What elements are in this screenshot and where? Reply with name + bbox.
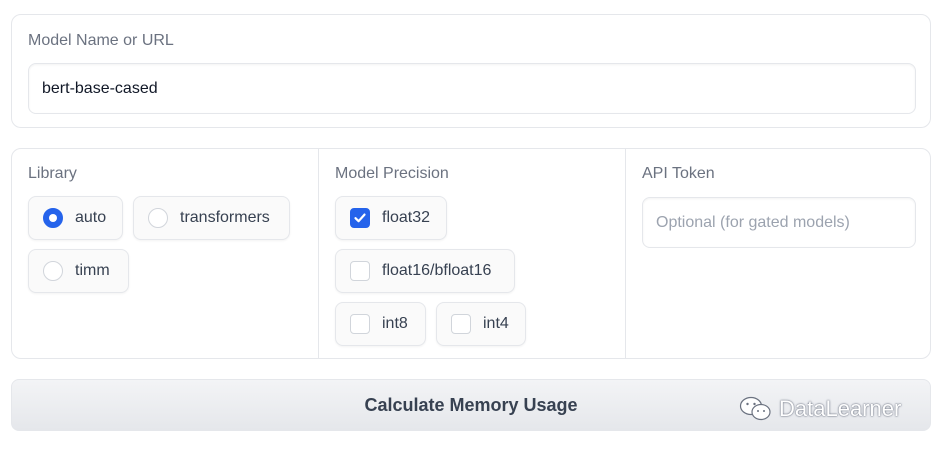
api-token-group: API Token Optional (for gated models) <box>625 149 930 358</box>
checkbox-unchecked-icon[interactable] <box>451 314 471 334</box>
radio-unselected-icon[interactable] <box>148 208 168 228</box>
library-option-label: auto <box>75 209 107 226</box>
precision-option-int4[interactable]: int4 <box>436 302 526 346</box>
library-label: Library <box>28 165 77 182</box>
precision-label: Model Precision <box>335 165 449 182</box>
library-option-timm[interactable]: timm <box>28 249 129 293</box>
precision-option-label: float16/bfloat16 <box>382 262 492 279</box>
model-name-panel: Model Name or URL bert-base-cased <box>11 14 931 128</box>
precision-option-label: int8 <box>382 315 408 332</box>
precision-option-float32[interactable]: float32 <box>335 196 447 240</box>
precision-option-int8[interactable]: int8 <box>335 302 426 346</box>
options-panel: Library auto transformers timm Model Pre… <box>11 148 931 359</box>
library-option-transformers[interactable]: transformers <box>133 196 290 240</box>
library-option-label: transformers <box>180 209 270 226</box>
watermark-text: DataLearner <box>779 396 902 421</box>
library-option-label: timm <box>75 262 110 279</box>
wechat-icon <box>739 396 771 421</box>
precision-option-float16-bfloat16[interactable]: float16/bfloat16 <box>335 249 515 293</box>
library-group: Library auto transformers timm <box>12 149 318 358</box>
precision-option-label: float32 <box>382 209 431 226</box>
library-option-auto[interactable]: auto <box>28 196 123 240</box>
precision-group: Model Precision float32 float16/bfloat16… <box>318 149 625 358</box>
checkbox-unchecked-icon[interactable] <box>350 314 370 334</box>
watermark: DataLearner <box>739 395 901 423</box>
radio-unselected-icon[interactable] <box>43 261 63 281</box>
radio-selected-icon[interactable] <box>43 208 63 228</box>
checkbox-checked-icon[interactable] <box>350 208 370 228</box>
precision-option-label: int4 <box>483 315 509 332</box>
calculate-memory-button[interactable]: Calculate Memory Usage <box>11 379 931 431</box>
checkbox-unchecked-icon[interactable] <box>350 261 370 281</box>
api-token-input[interactable]: Optional (for gated models) <box>642 197 916 248</box>
model-name-label: Model Name or URL <box>28 32 174 49</box>
api-token-label: API Token <box>642 165 715 182</box>
model-name-input[interactable]: bert-base-cased <box>28 63 916 114</box>
